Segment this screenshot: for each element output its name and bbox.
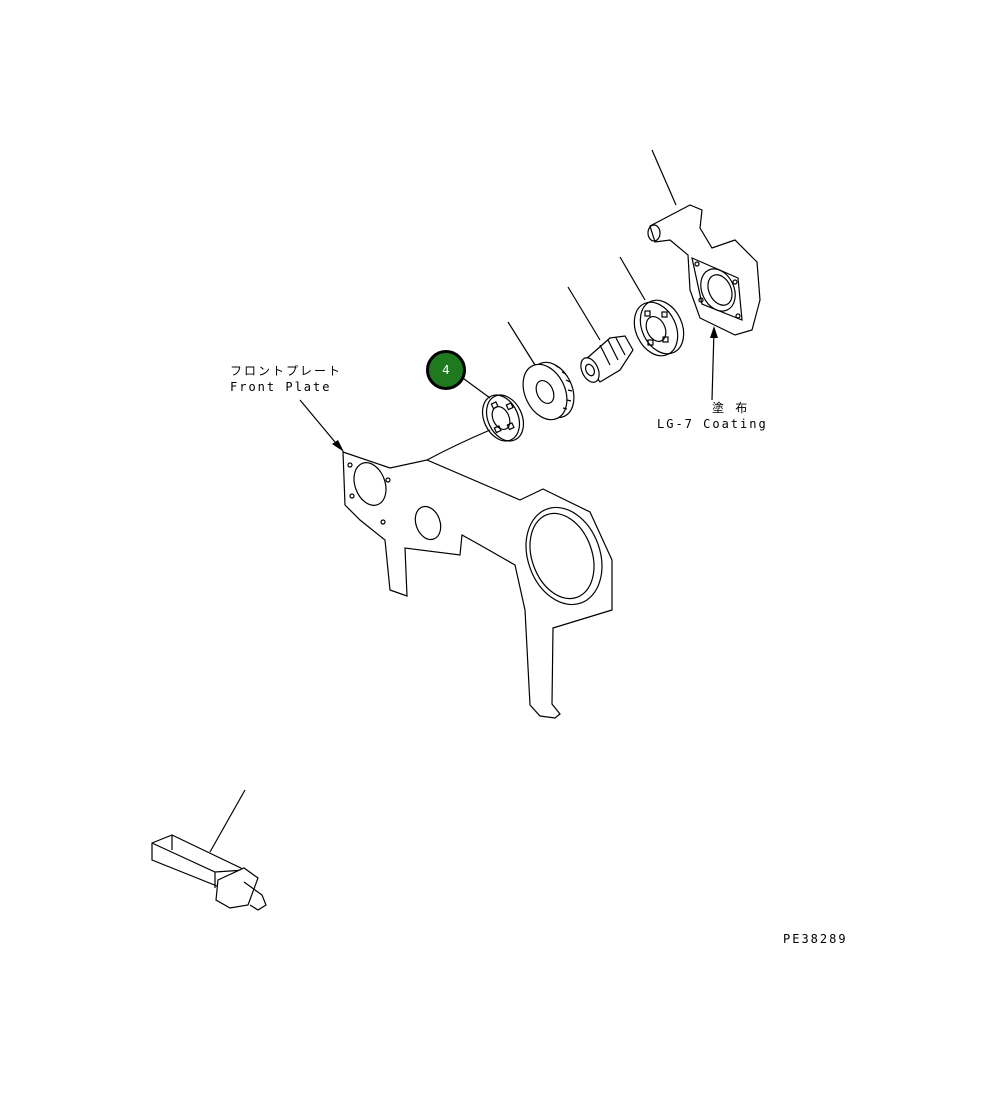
gear-drawing (522, 361, 575, 421)
bearing-2-drawing (633, 299, 685, 357)
front-plate-drawing (342, 451, 613, 719)
coating-label-en: LG-7 Coating (657, 417, 768, 431)
bearing-4-drawing (481, 394, 525, 442)
front-plate-label-ja: フロントプレート (230, 364, 343, 378)
leader-lines (209, 149, 718, 853)
front-plate-label-en: Front Plate (230, 380, 332, 394)
shaft-drawing (580, 335, 634, 383)
housing-drawing (647, 204, 761, 336)
figure-code: PE38289 (783, 932, 848, 946)
coating-label-ja: 塗 布 (712, 401, 750, 415)
part-callout-4[interactable]: 4 (426, 350, 466, 390)
tool-drawing (151, 834, 267, 911)
